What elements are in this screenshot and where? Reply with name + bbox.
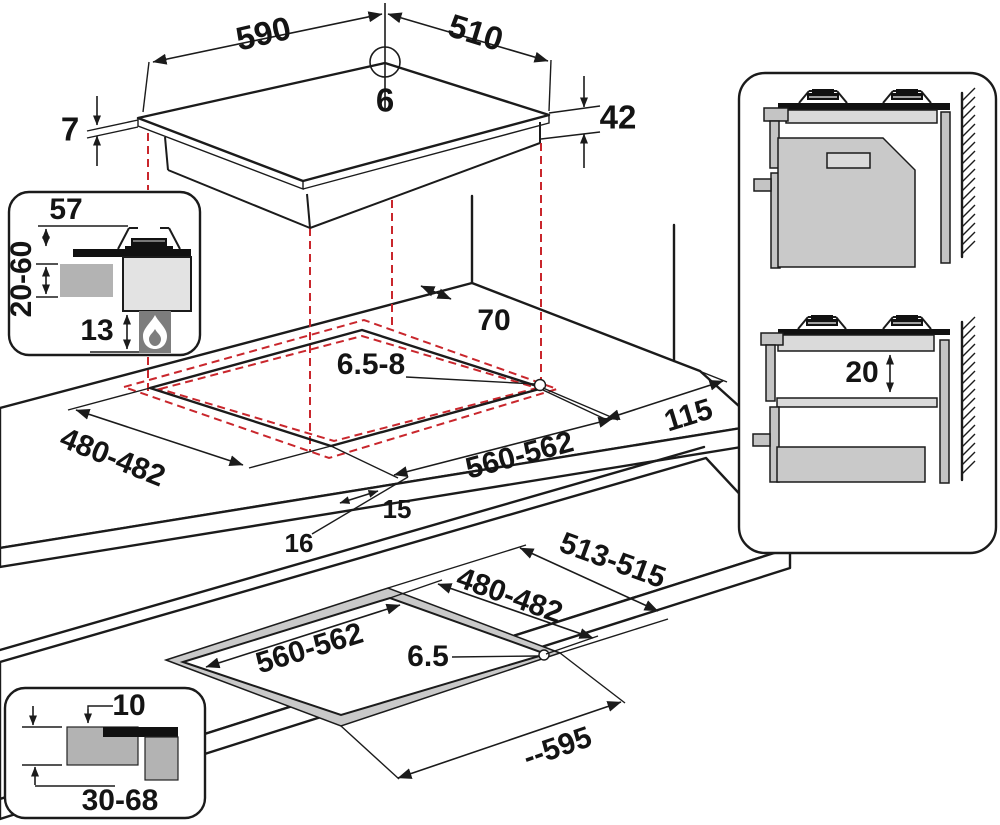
dim-front-edge: 16	[285, 528, 314, 558]
dim-flush-hole: 6.5	[407, 640, 449, 673]
dim-front-gap: 15	[383, 494, 412, 524]
dim-bottom-clearance: 13	[80, 314, 113, 347]
dim-burner-height: 57	[49, 193, 82, 226]
dim-hole-diameter: 6.5-8	[337, 348, 405, 381]
worktop-section	[60, 264, 113, 297]
dim-flush-outer-width: --595	[519, 721, 596, 775]
shelf	[776, 397, 938, 408]
wall-hatching	[961, 87, 976, 255]
worktop-side	[785, 109, 938, 124]
flush-worktop-section	[66, 726, 139, 766]
dim-rear-clearance: 70	[477, 304, 510, 337]
oven-box	[777, 137, 916, 268]
hob-section-glass	[73, 249, 191, 257]
flush-hob-glass-section	[103, 727, 178, 737]
fixing-hole	[533, 378, 547, 392]
flush-hob-body-section	[144, 736, 179, 781]
oven-vent	[826, 152, 871, 169]
dim-hob-depth: 510	[444, 7, 507, 58]
side-view-with-shelf: 20	[752, 314, 976, 484]
dim-worktop-thickness: 20-60	[5, 241, 38, 318]
worktop-side	[777, 334, 935, 352]
dim-glass-thickness: 7	[61, 111, 79, 148]
side-view-with-oven	[753, 87, 976, 269]
dim-body-height: 42	[600, 99, 637, 136]
hob-side-glass	[778, 329, 950, 335]
dim-ledge-width: 10	[112, 689, 145, 722]
flame-icon	[143, 315, 167, 349]
burner-section-detail-inset: 57 20-60 13	[5, 190, 202, 357]
dim-flush-worktop-thickness: 30-68	[82, 784, 159, 817]
dim-center-hole: 6	[376, 82, 394, 119]
side-view-panel: 20	[737, 71, 998, 555]
flush-fixing-hole	[538, 649, 550, 661]
hob-side-glass	[778, 103, 950, 110]
dim-shelf-clearance: 20	[845, 356, 878, 389]
side-post	[940, 111, 951, 264]
dim-hob-width: 590	[232, 9, 294, 57]
flush-mount-detail-inset: 10 30-68	[3, 686, 207, 820]
drawer-box	[776, 446, 926, 483]
worktop-perspective-view: 480-482 560-562 70 6.5-8 115 15 16	[0, 133, 762, 569]
side-post	[939, 339, 950, 484]
wall-hatching	[961, 316, 976, 475]
hob-section-body	[122, 256, 192, 312]
